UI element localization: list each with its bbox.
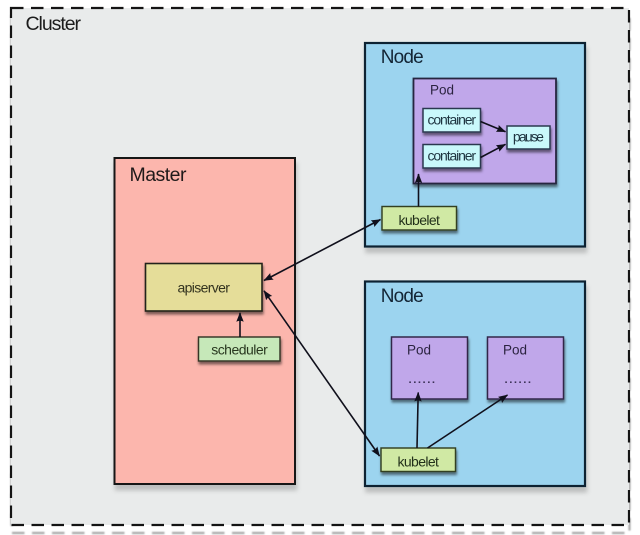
svg-text:......: ...... — [408, 371, 436, 387]
svg-text:container: container — [428, 147, 477, 163]
svg-text:Node: Node — [381, 286, 424, 307]
svg-text:kubelet: kubelet — [398, 212, 440, 228]
svg-text:pause: pause — [513, 129, 544, 145]
svg-text:Master: Master — [130, 164, 188, 186]
svg-text:Pod: Pod — [503, 343, 527, 358]
svg-text:......: ...... — [504, 371, 532, 387]
svg-text:Node: Node — [381, 47, 424, 68]
svg-text:Pod: Pod — [407, 343, 431, 358]
svg-text:scheduler: scheduler — [211, 341, 268, 357]
svg-text:Cluster: Cluster — [26, 13, 82, 35]
svg-text:kubelet: kubelet — [397, 454, 439, 470]
svg-text:container: container — [428, 111, 477, 127]
svg-text:Pod: Pod — [430, 83, 454, 98]
svg-text:apiserver: apiserver — [177, 279, 230, 295]
